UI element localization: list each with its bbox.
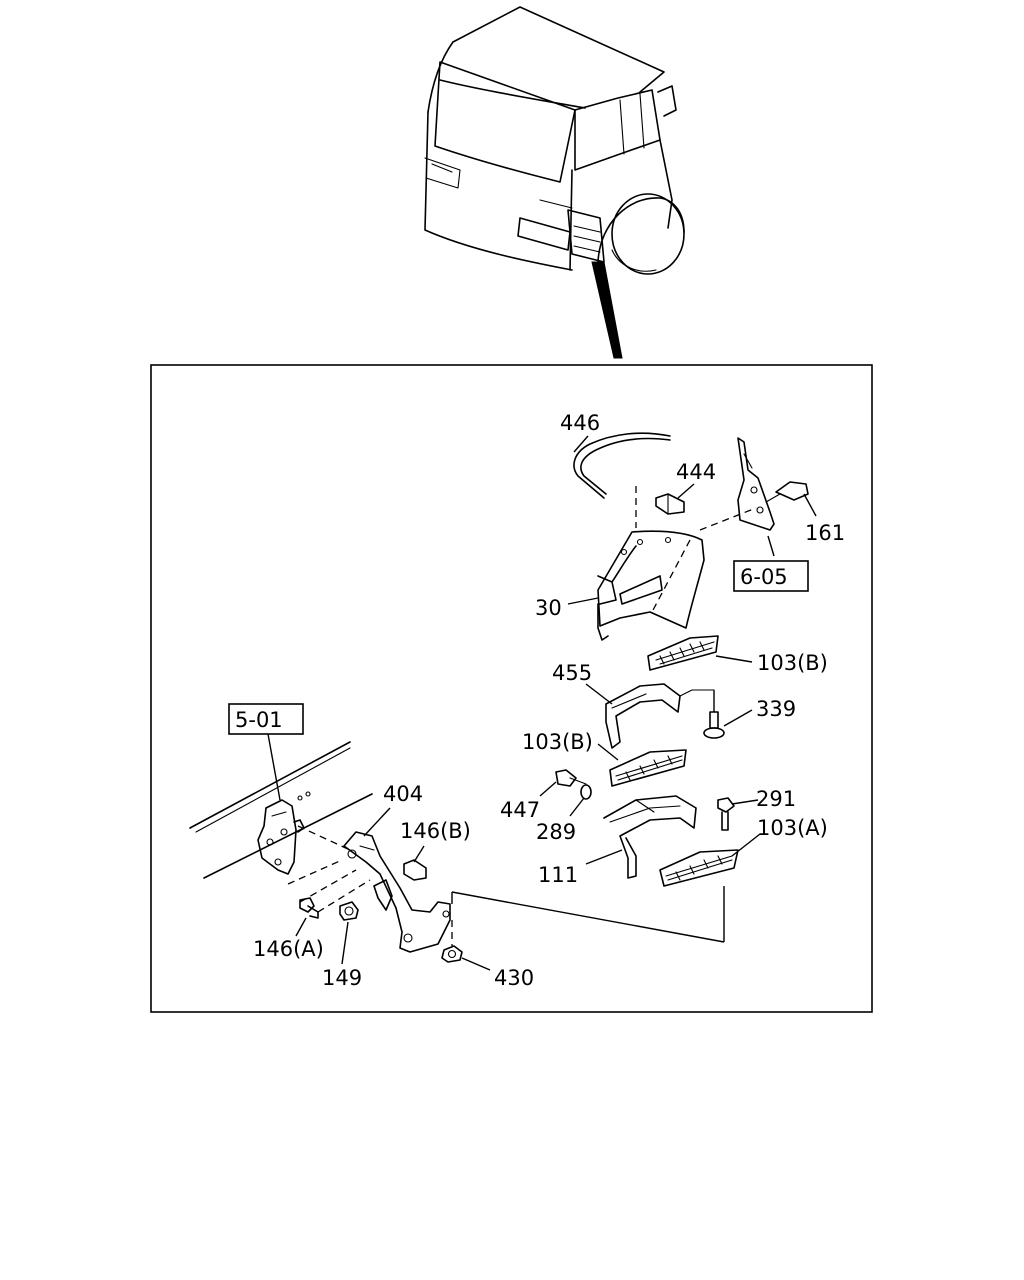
callout-447: 447 — [500, 798, 540, 822]
bracket-5-01 — [257, 799, 305, 875]
callout-161: 161 — [805, 521, 845, 545]
callout-289: 289 — [536, 820, 576, 844]
part-161-bolt — [765, 481, 809, 503]
callout-103b-mid: 103(B) — [522, 730, 593, 754]
callout-404: 404 — [383, 782, 423, 806]
part-291-bolt — [717, 797, 735, 831]
part-103a-step-pad-lower — [659, 849, 739, 887]
callout-149: 149 — [322, 966, 362, 990]
leader-lines — [267, 435, 817, 971]
callout-103b-top: 103(B) — [757, 651, 828, 675]
callout-444: 444 — [676, 460, 716, 484]
part-455-step-bracket — [605, 683, 715, 749]
detail-frame — [150, 364, 873, 1013]
callout-430: 430 — [494, 966, 534, 990]
ref-box-5-01 — [228, 703, 304, 735]
part-111-lower-bracket — [603, 795, 697, 879]
callout-146a: 146(A) — [253, 937, 324, 961]
callout-339: 339 — [756, 697, 796, 721]
ref-box-6-05 — [733, 560, 809, 592]
callout-455: 455 — [552, 661, 592, 685]
part-339-pin — [703, 711, 725, 739]
part-444-bolt — [655, 493, 685, 515]
part-103b-step-pad-middle — [609, 749, 687, 787]
frame-rail — [189, 741, 373, 879]
part-146b-bolt — [403, 859, 427, 881]
bracket-6-05 — [737, 437, 775, 557]
part-430-nut — [441, 945, 463, 963]
part-447-bolt — [555, 769, 587, 787]
ref-label-5-01: 5-01 — [235, 708, 283, 732]
assembly-lines — [287, 486, 757, 946]
callout-291: 291 — [756, 787, 796, 811]
part-146a-bolt — [299, 897, 319, 919]
callout-146b: 146(B) — [400, 819, 471, 843]
part-289-washer — [580, 784, 592, 800]
part-446-grab-bar — [573, 432, 671, 499]
ref-label-6-05: 6-05 — [740, 565, 788, 589]
callout-111: 111 — [538, 863, 578, 887]
part-149-nut — [339, 901, 359, 921]
part-404-step-hanger — [343, 831, 451, 953]
part-103b-step-pad-upper — [647, 635, 719, 671]
truck-cab-icon — [424, 6, 685, 359]
callout-30: 30 — [535, 596, 562, 620]
part-30-step-housing — [597, 530, 705, 641]
callout-446: 446 — [560, 411, 600, 435]
callout-103a: 103(A) — [757, 816, 828, 840]
